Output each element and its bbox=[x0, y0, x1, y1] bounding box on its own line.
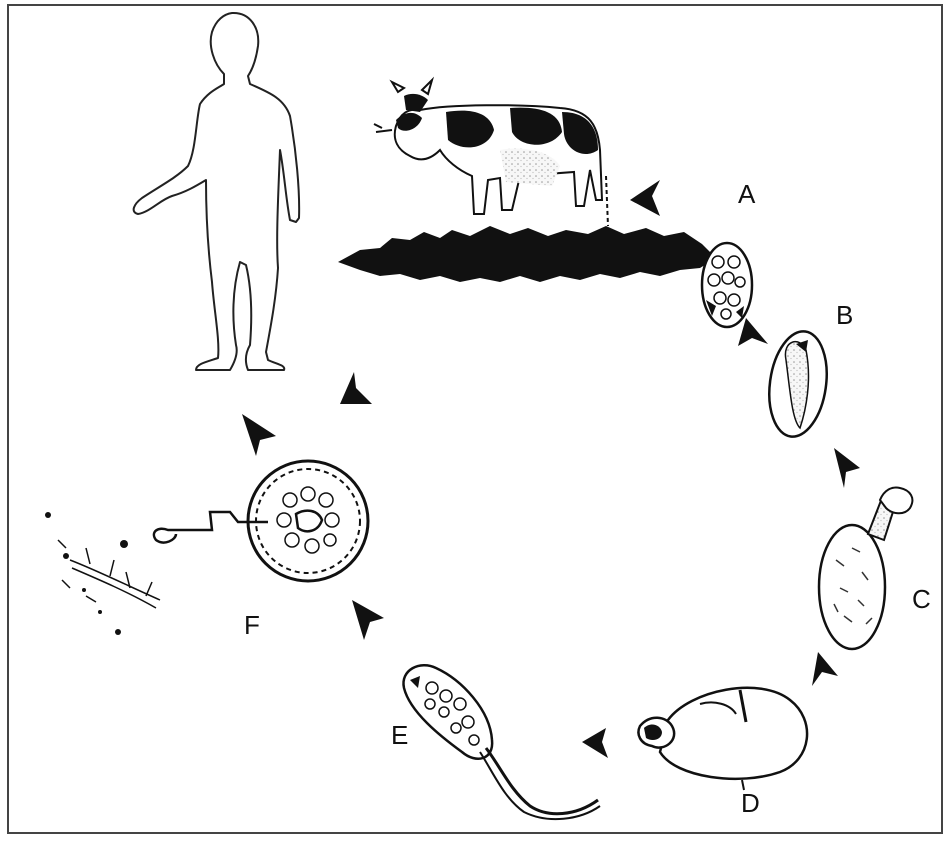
human-host-figure bbox=[134, 13, 300, 370]
stage-d-snail bbox=[639, 688, 808, 790]
stage-c-sporocyst bbox=[819, 488, 912, 650]
arrow-c-to-d bbox=[812, 652, 838, 686]
stage-label-f: F bbox=[244, 610, 260, 640]
stage-label-d: D bbox=[741, 788, 760, 818]
arrow-to-human bbox=[340, 372, 372, 404]
stage-label-b: B bbox=[836, 300, 853, 330]
arrow-e-to-f bbox=[352, 600, 384, 640]
stage-label-a: A bbox=[738, 179, 756, 209]
arrow-a-to-cow bbox=[630, 180, 660, 216]
arrow-d-to-e bbox=[582, 728, 608, 758]
stage-label-c: C bbox=[912, 584, 931, 614]
stage-label-e: E bbox=[391, 720, 408, 750]
stage-f-metacercaria bbox=[45, 461, 368, 635]
stage-e-cercaria bbox=[403, 665, 600, 819]
arrow-f-to-human bbox=[242, 414, 276, 456]
stage-a-egg bbox=[702, 243, 752, 327]
stage-b-miracidium-egg bbox=[763, 328, 833, 441]
arrow-a-to-b bbox=[738, 318, 768, 346]
arrow-b-to-c bbox=[834, 448, 860, 488]
grass-ground bbox=[338, 226, 716, 282]
